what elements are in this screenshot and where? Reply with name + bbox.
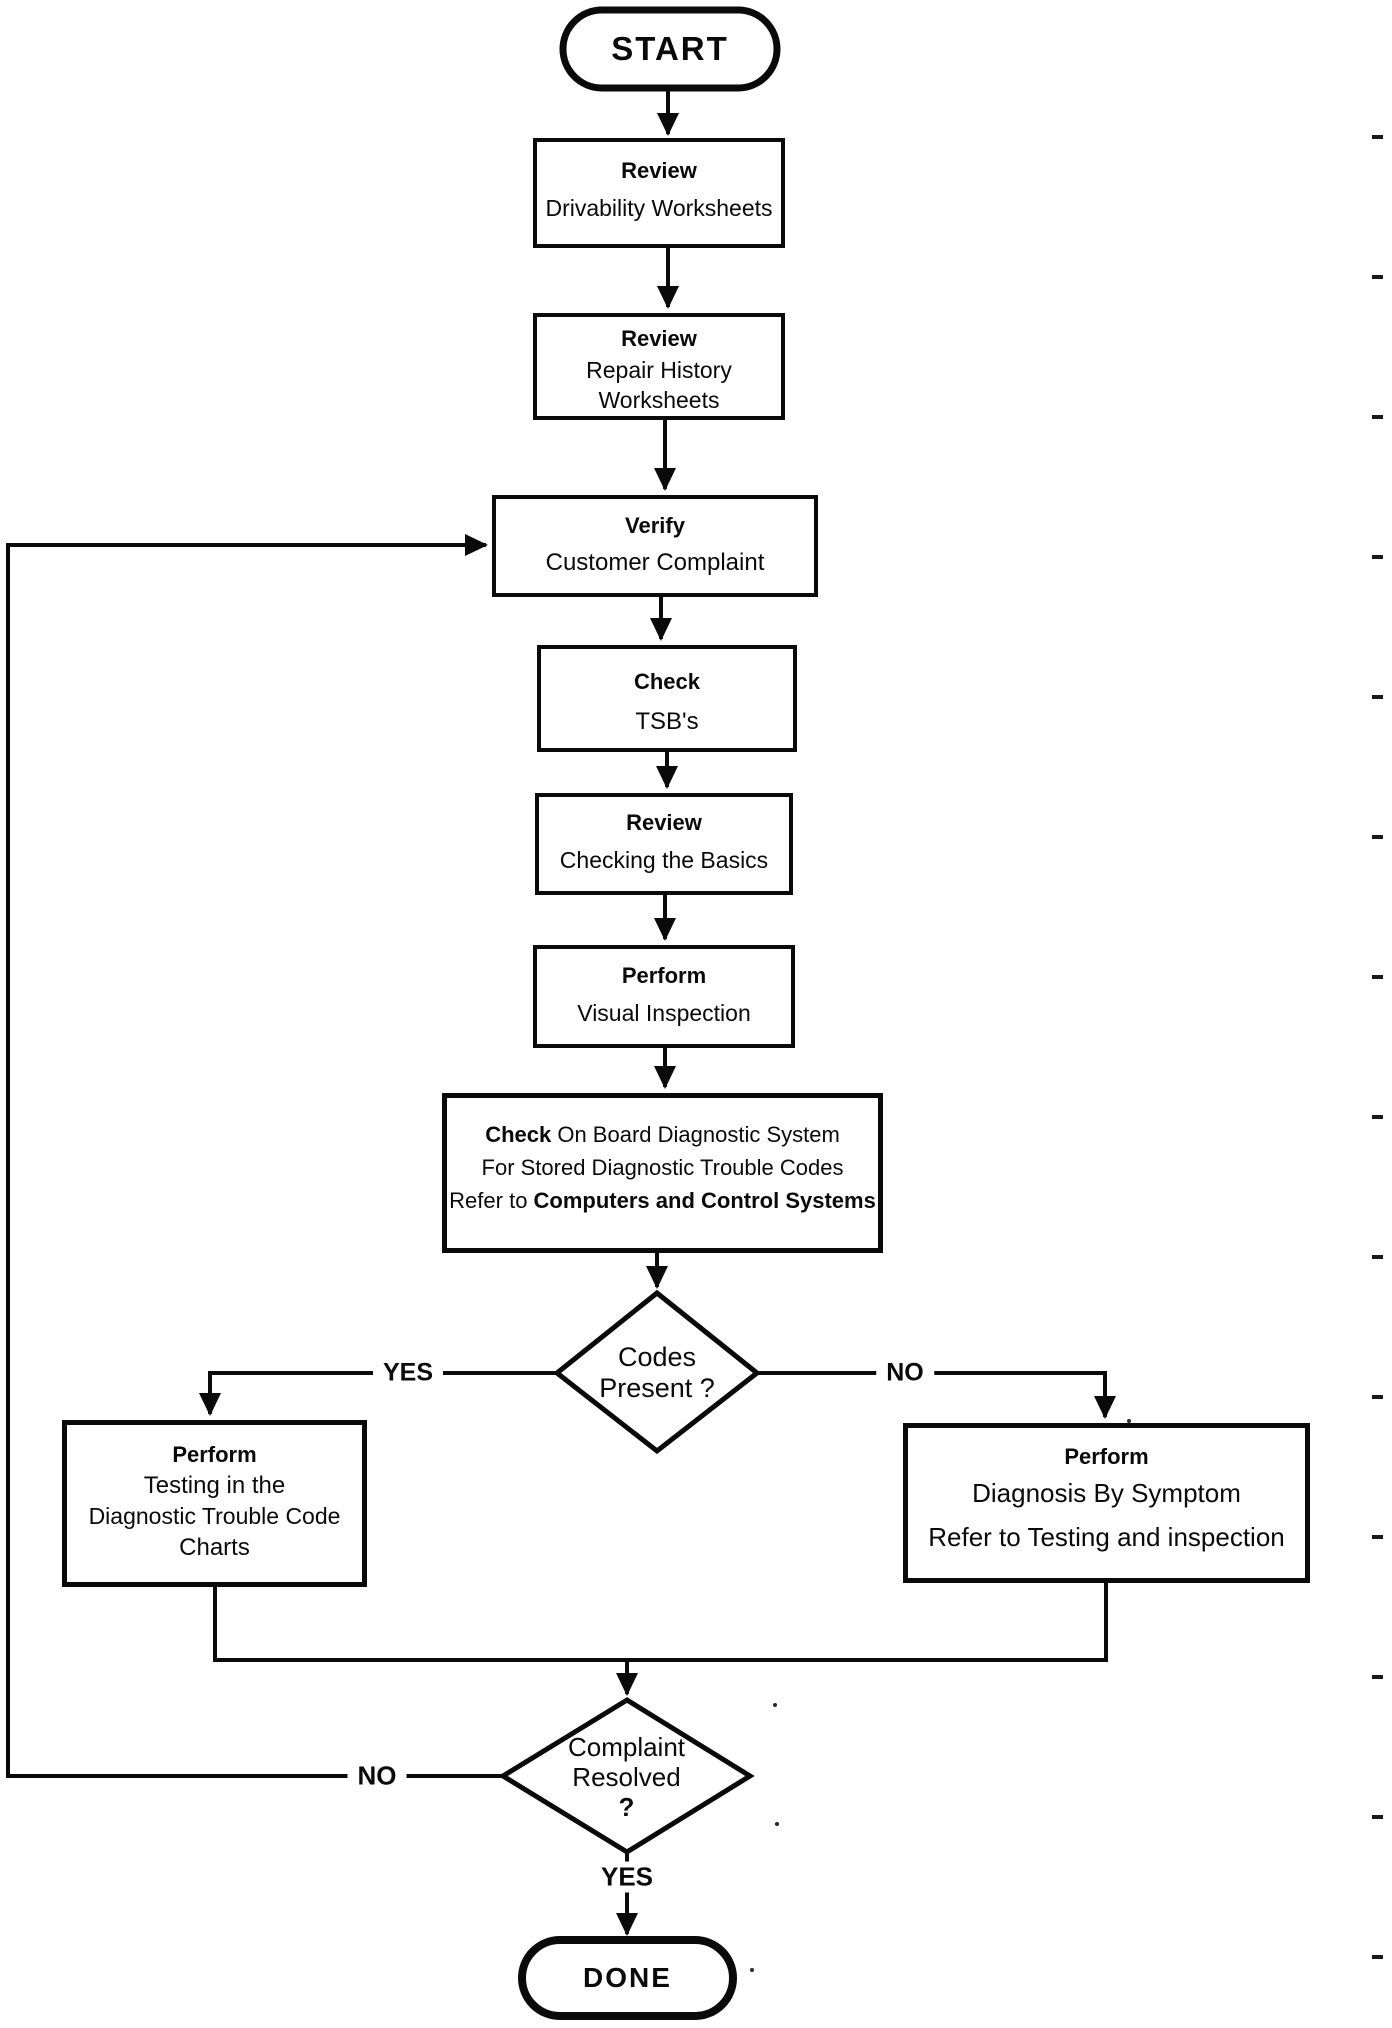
- box-line: Drivability Worksheets: [545, 195, 773, 221]
- edge-tick: [1372, 975, 1383, 979]
- box-line: Diagnosis By Symptom: [972, 1478, 1241, 1508]
- box-line-bold-part: Check: [485, 1122, 552, 1147]
- edge-tick: [1372, 1955, 1383, 1959]
- decision-line: ?: [618, 1792, 635, 1822]
- edge-tick: [1372, 1815, 1383, 1819]
- edge-tick: [1372, 275, 1383, 279]
- edge-tick: [1372, 135, 1383, 139]
- scan-speck: [750, 1968, 754, 1972]
- process-review-repair-history-worksheets: Review Repair History Worksheets: [533, 313, 785, 420]
- edge-label-codes-yes: YES: [372, 1358, 444, 1388]
- decision-line: Present ?: [599, 1373, 715, 1403]
- edge-tick: [1372, 835, 1383, 839]
- box-title: Check: [633, 669, 701, 694]
- edge-codes-no-path: [757, 1371, 1116, 1419]
- decision-codes-present-text: Codes Present ?: [557, 1342, 757, 1404]
- box-line: Customer Complaint: [545, 549, 765, 576]
- edge-label-resolved-no: NO: [347, 1760, 407, 1792]
- box-line: For Stored Diagnostic Trouble Codes: [481, 1155, 844, 1180]
- scan-speck: [1127, 1419, 1131, 1423]
- box-line: Checking the Basics: [559, 847, 769, 873]
- edge-tick: [1372, 555, 1383, 559]
- done-label: DONE: [583, 1962, 672, 1993]
- edge-tick: [1372, 415, 1383, 419]
- box-line: Refer to Testing and inspection: [928, 1522, 1285, 1552]
- box-line: Check On Board Diagnostic System: [485, 1118, 840, 1151]
- process-perform-diagnosis-by-symptom: Perform Diagnosis By Symptom Refer to Te…: [903, 1423, 1310, 1583]
- box-line: Visual Inspection: [577, 1000, 751, 1026]
- edge-tick: [1372, 1115, 1383, 1119]
- edge-tick: [1372, 695, 1383, 699]
- box-title: Review: [621, 326, 697, 351]
- decision-line: Codes: [617, 1342, 697, 1372]
- box-title: Review: [621, 158, 697, 183]
- box-line: Diagnostic Trouble Code: [88, 1503, 341, 1529]
- box-line: Repair History: [586, 357, 732, 383]
- box-line: Charts: [179, 1534, 250, 1561]
- edge-resolved-no-feedback-loop: [6, 534, 503, 1778]
- start-label: START: [611, 30, 729, 67]
- box-title: Verify: [625, 513, 685, 538]
- edge-tick: [1372, 1535, 1383, 1539]
- process-verify-customer-complaint: Verify Customer Complaint: [492, 495, 818, 597]
- decision-complaint-resolved-text: Complaint Resolved ?: [503, 1732, 750, 1822]
- edge-label-resolved-yes: YES: [590, 1861, 664, 1893]
- edge-label-codes-no: NO: [876, 1358, 934, 1388]
- process-review-drivability-worksheets: Review Drivability Worksheets: [533, 138, 785, 248]
- box-line: Refer to Computers and Control Systems: [449, 1184, 876, 1217]
- edge-tick: [1372, 1255, 1383, 1259]
- box-line: TSB's: [635, 708, 699, 735]
- start-terminal-shape: [559, 6, 781, 92]
- box-title: Perform: [172, 1442, 257, 1467]
- process-check-obd-system: Check On Board Diagnostic System For Sto…: [442, 1093, 883, 1253]
- edge-tick: [1372, 1675, 1383, 1679]
- box-title: Review: [626, 810, 702, 835]
- done-terminal: DONE: [522, 1940, 733, 2016]
- process-perform-visual-inspection: Perform Visual Inspection: [533, 945, 795, 1048]
- decision-complaint-resolved-shape: [498, 1697, 755, 1855]
- done-terminal-shape: [518, 1936, 737, 2020]
- decision-line: Resolved: [572, 1762, 681, 1792]
- start-terminal: START: [563, 10, 777, 88]
- scan-speck: [775, 1822, 779, 1826]
- box-line-regular-part: Refer to: [449, 1188, 534, 1213]
- edge-tick: [1372, 1395, 1383, 1399]
- process-review-checking-the-basics: Review Checking the Basics: [535, 793, 793, 895]
- box-line-regular-part: On Board Diagnostic System: [551, 1122, 840, 1147]
- box-line: Worksheets: [598, 387, 720, 413]
- box-line: Testing in the: [143, 1472, 286, 1499]
- box-line-bold-part: Computers and Control Systems: [533, 1188, 876, 1213]
- process-check-tsbs: Check TSB's: [537, 645, 797, 752]
- decision-line: Complaint: [567, 1732, 686, 1762]
- process-perform-dtc-chart-testing: Perform Testing in the Diagnostic Troubl…: [62, 1420, 367, 1587]
- scan-speck: [773, 1703, 777, 1707]
- decision-codes-present-shape: [552, 1289, 762, 1455]
- box-title: Perform: [621, 963, 707, 988]
- box-title: Perform: [1064, 1444, 1149, 1469]
